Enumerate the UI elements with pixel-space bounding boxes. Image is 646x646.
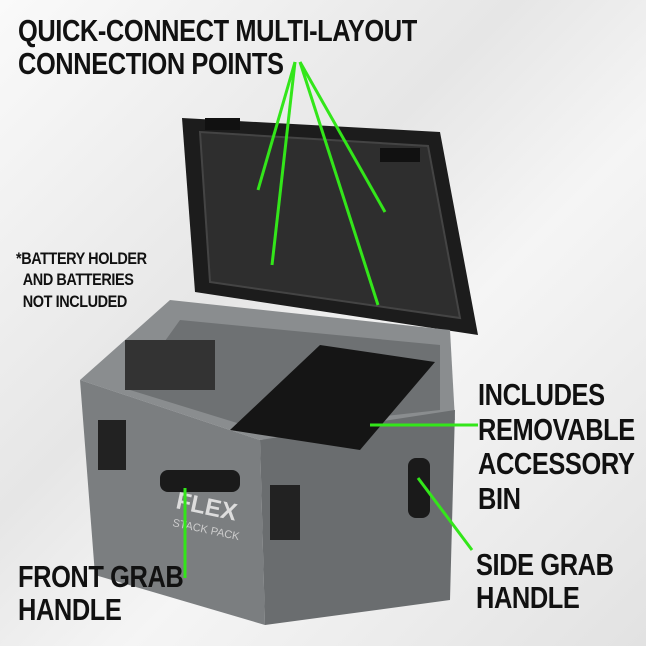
label-line: NOT INCLUDED [22, 291, 128, 311]
accessory-bin-label: INCLUDES REMOVABLE ACCESSORY BIN [478, 377, 635, 517]
label-line: SIDE GRAB [476, 547, 614, 582]
label-line: CONNECTION POINTS [18, 46, 284, 82]
connection-points-label: QUICK-CONNECT MULTI-LAYOUT CONNECTION PO… [18, 14, 417, 81]
front-grab-handle [160, 470, 240, 492]
battery-packs [125, 340, 215, 390]
toolbox-base: FLEX STACK PACK [80, 300, 455, 625]
label-line: AND BATTERIES [22, 270, 134, 290]
side-handle-label: SIDE GRAB HANDLE [476, 548, 614, 615]
label-line: *BATTERY HOLDER [16, 249, 147, 268]
front-handle-label: FRONT GRAB HANDLE [18, 559, 184, 628]
label-line: REMOVABLE [478, 411, 635, 447]
callout-lines [183, 61, 478, 578]
label-line: FRONT GRAB [18, 559, 184, 594]
battery-note: *BATTERY HOLDER AND BATTERIES NOT INCLUD… [16, 248, 147, 312]
label-line: INCLUDES [478, 377, 605, 412]
label-line: HANDLE [476, 580, 580, 616]
label-line: ACCESSORY [478, 446, 635, 482]
accessory-bin [230, 345, 435, 450]
label-line: HANDLE [18, 592, 122, 628]
label-line: BIN [478, 481, 521, 517]
toolbox-lid [182, 118, 478, 335]
label-line: QUICK-CONNECT MULTI-LAYOUT [18, 13, 417, 48]
side-grab-handle [408, 458, 430, 518]
